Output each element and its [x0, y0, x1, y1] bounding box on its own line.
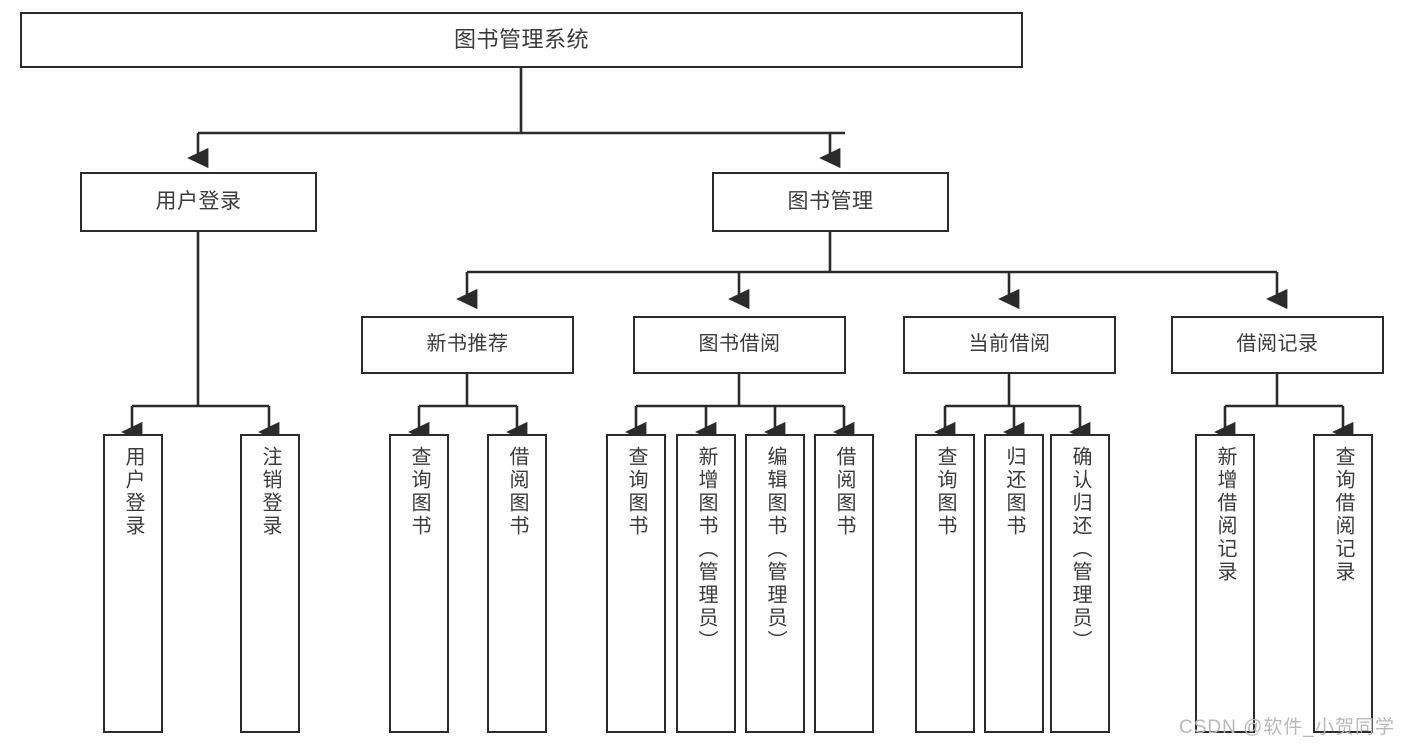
- node-label: 图书管理: [787, 189, 874, 213]
- node-label: 新书推荐: [426, 333, 509, 356]
- node-label: 确认归还（管理员）: [1069, 446, 1091, 653]
- node-book-borrowing[interactable]: 图书借阅: [633, 316, 846, 374]
- node-borrowing-record[interactable]: 借阅记录: [1171, 316, 1384, 374]
- node-label: 查询借阅记录: [1332, 446, 1354, 584]
- node-label: 借阅图书: [833, 446, 855, 538]
- leaf-edit-book-admin[interactable]: 编辑图书（管理员）: [745, 434, 805, 733]
- node-label: 当前借阅: [968, 333, 1051, 356]
- node-new-book-recommendation[interactable]: 新书推荐: [361, 316, 574, 374]
- node-label: 归还图书: [1003, 446, 1025, 538]
- node-label: 借阅图书: [506, 446, 528, 538]
- node-label: 新增借阅记录: [1214, 446, 1236, 584]
- leaf-query-book-current[interactable]: 查询图书: [915, 434, 975, 733]
- leaf-query-borrowing-record[interactable]: 查询借阅记录: [1313, 434, 1373, 733]
- node-book-management-system[interactable]: 图书管理系统: [20, 12, 1023, 68]
- leaf-user-login[interactable]: 用户登录: [103, 434, 163, 733]
- node-label: 编辑图书（管理员）: [764, 446, 786, 653]
- node-label: 查询图书: [625, 446, 647, 538]
- leaf-query-book-recommendation[interactable]: 查询图书: [389, 434, 449, 733]
- leaf-logout[interactable]: 注销登录: [240, 434, 300, 733]
- node-book-management[interactable]: 图书管理: [712, 172, 949, 232]
- leaf-add-borrowing-record[interactable]: 新增借阅记录: [1195, 434, 1255, 733]
- node-label: 用户登录: [155, 189, 242, 213]
- node-current-borrowing[interactable]: 当前借阅: [903, 316, 1116, 374]
- node-label: 用户登录: [122, 446, 144, 538]
- node-label: 图书借阅: [698, 333, 781, 356]
- leaf-query-book-borrowing[interactable]: 查询图书: [606, 434, 666, 733]
- node-label: 查询图书: [408, 446, 430, 538]
- node-label: 新增图书（管理员）: [695, 446, 717, 653]
- node-label: 查询图书: [934, 446, 956, 538]
- node-user-login[interactable]: 用户登录: [80, 172, 317, 232]
- leaf-add-book-admin[interactable]: 新增图书（管理员）: [676, 434, 736, 733]
- leaf-borrow-book-borrowing[interactable]: 借阅图书: [814, 434, 874, 733]
- node-label: 借阅记录: [1236, 333, 1319, 356]
- leaf-return-book[interactable]: 归还图书: [984, 434, 1044, 733]
- node-label: 图书管理系统: [453, 27, 589, 53]
- leaf-confirm-return-admin[interactable]: 确认归还（管理员）: [1050, 434, 1110, 733]
- leaf-borrow-book-recommendation[interactable]: 借阅图书: [487, 434, 547, 733]
- node-label: 注销登录: [259, 446, 281, 538]
